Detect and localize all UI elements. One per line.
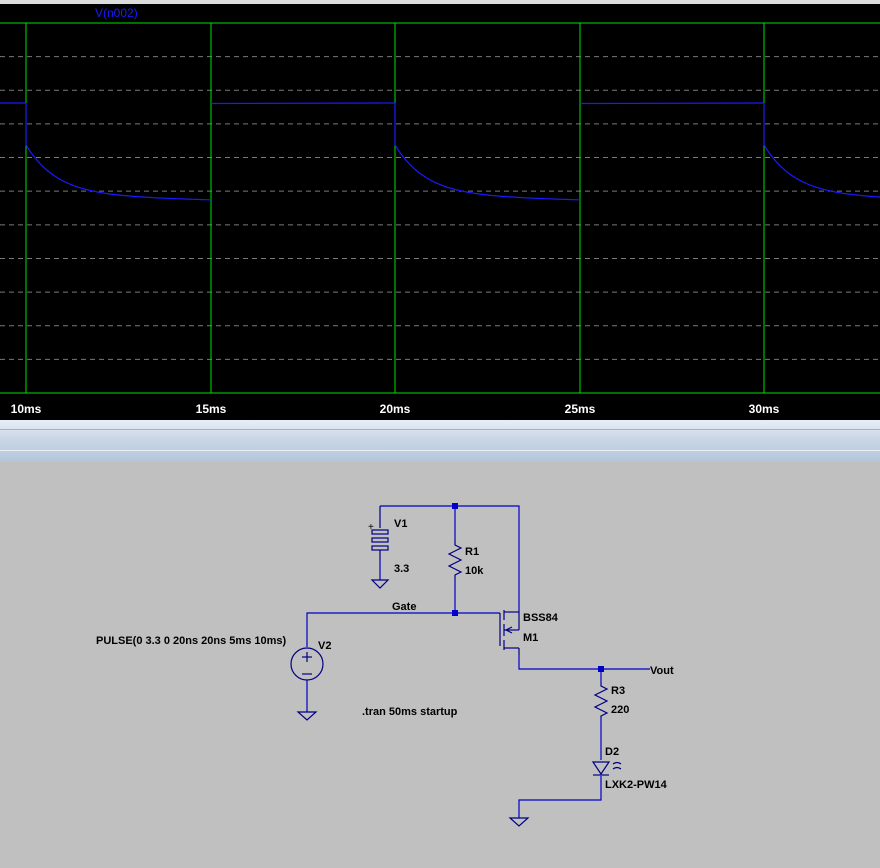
r3-resistor-symbol[interactable] (593, 682, 609, 718)
v1-name: V1 (394, 518, 407, 530)
m1-name: M1 (523, 632, 538, 644)
x-tick-label: 20ms (380, 402, 411, 416)
plot-top-border (0, 0, 880, 4)
ground-symbol-v2 (296, 711, 318, 721)
tran-directive[interactable]: .tran 50ms startup (362, 706, 458, 718)
waveform-plot-window[interactable]: V(n002) 10ms 15ms 20ms 25ms 30ms (0, 0, 880, 420)
d2-name: D2 (605, 746, 619, 758)
r3-value: 220 (611, 704, 629, 716)
schematic-canvas[interactable]: + V1 3.3 R1 10k Gate BSS84 M1 (0, 462, 880, 868)
waveform-plot[interactable]: V(n002) 10ms 15ms 20ms 25ms 30ms (0, 0, 880, 420)
trace-label[interactable]: V(n002) (95, 6, 138, 20)
vertical-gridlines (25, 23, 765, 393)
wire-d2-ground (518, 776, 602, 818)
ground-symbol-v1 (370, 579, 390, 589)
wire-drain-vout (518, 655, 650, 670)
schematic-window[interactable]: + V1 3.3 R1 10k Gate BSS84 M1 (0, 462, 880, 868)
trace-segment (210, 102, 396, 105)
r3-name: R3 (611, 685, 625, 697)
v1-value: 3.3 (394, 563, 409, 575)
pane-splitter[interactable] (0, 420, 880, 462)
trace-segment (763, 103, 880, 198)
wire-gate (306, 612, 500, 647)
x-axis-tick-labels: 10ms 15ms 20ms 25ms 30ms (11, 402, 780, 416)
m1-model: BSS84 (523, 612, 559, 624)
v2-voltage-source-symbol[interactable] (290, 647, 324, 681)
v2-value: PULSE(0 3.3 0 20ns 20ns 5ms 10ms) (96, 635, 286, 647)
junction-dot (598, 666, 604, 672)
trace-v-n002 (0, 102, 880, 201)
ground-symbol-d2 (508, 817, 530, 827)
m1-pmos-symbol[interactable] (499, 610, 520, 655)
d2-led-symbol[interactable] (591, 761, 622, 776)
v2-name: V2 (318, 640, 331, 652)
wires (306, 505, 650, 818)
junction-dot (452, 610, 458, 616)
r1-name: R1 (465, 546, 479, 558)
svg-text:+: + (368, 522, 374, 533)
junction-dots (452, 503, 604, 672)
trace-segment (394, 103, 581, 201)
v1-battery-symbol[interactable]: + (368, 506, 389, 560)
x-tick-label: 30ms (749, 402, 780, 416)
trace-segment (25, 103, 212, 201)
x-tick-label: 25ms (565, 402, 596, 416)
d2-model: LXK2-PW14 (605, 779, 668, 791)
x-tick-label: 10ms (11, 402, 42, 416)
wire-vdd-to-source (455, 505, 520, 612)
r1-value: 10k (465, 565, 484, 577)
gate-net-label: Gate (392, 601, 416, 613)
splitter-highlight (0, 450, 880, 451)
trace-segment (579, 102, 765, 105)
r1-resistor-symbol[interactable] (447, 540, 463, 580)
x-tick-label: 15ms (196, 402, 227, 416)
vout-net-label: Vout (650, 665, 674, 677)
junction-dot (452, 503, 458, 509)
horizontal-gridlines (0, 22, 880, 394)
splitter-line (0, 429, 880, 430)
